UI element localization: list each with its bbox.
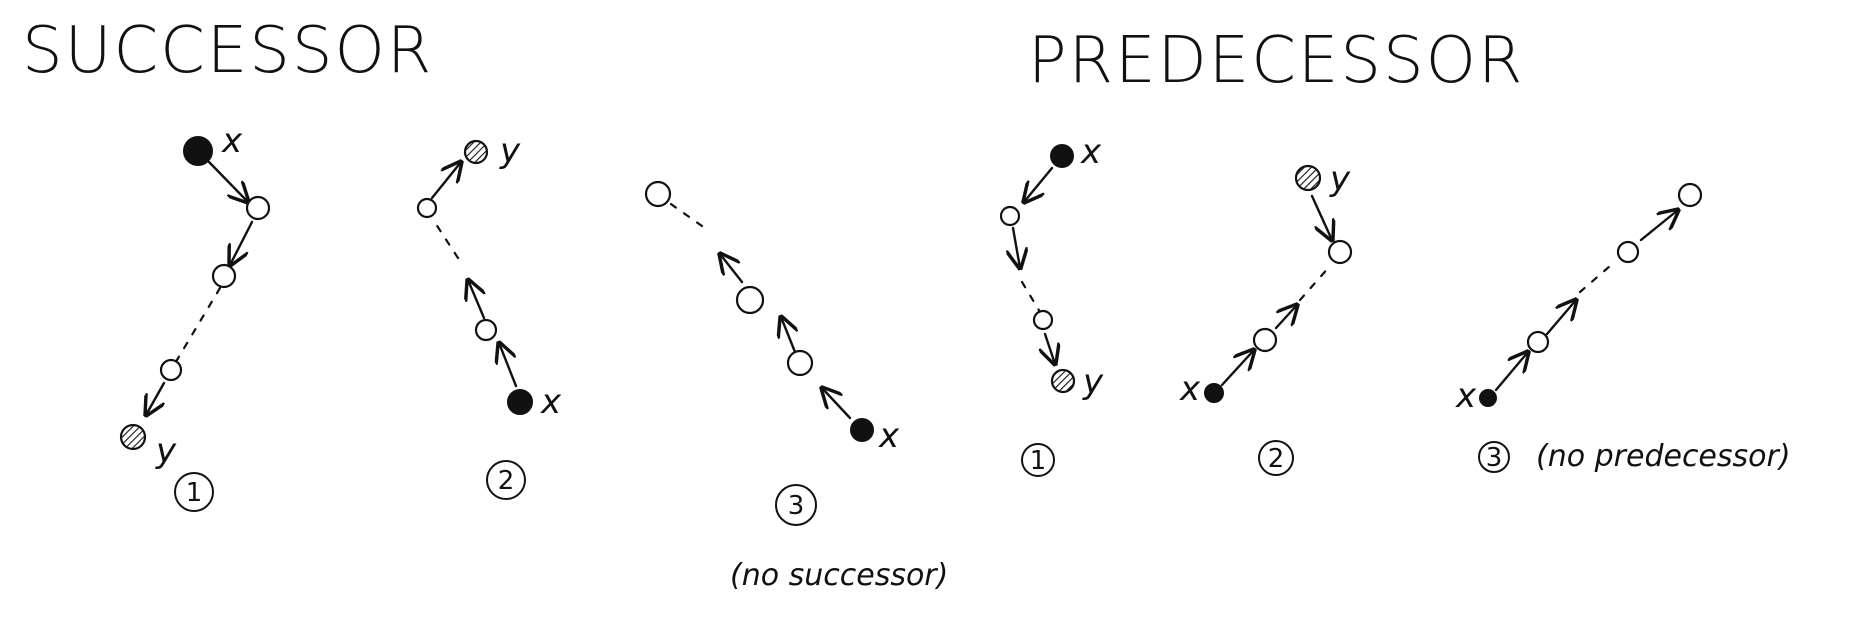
y-label: y	[499, 131, 521, 171]
node	[1252, 327, 1278, 353]
edge	[720, 254, 744, 284]
node	[416, 197, 438, 219]
case-number: 2	[1268, 444, 1285, 474]
edge	[1024, 166, 1054, 202]
node	[644, 180, 672, 208]
node	[1526, 330, 1550, 354]
edge	[1639, 210, 1678, 242]
edge	[1494, 352, 1528, 392]
edge	[781, 317, 795, 354]
dashed-path	[666, 200, 704, 228]
edge	[430, 162, 461, 200]
case-number: 3	[788, 491, 805, 521]
node	[1032, 309, 1054, 331]
x-node	[1479, 389, 1497, 407]
predecessor-case-3: x 3 (no predecessor)	[1455, 182, 1791, 474]
case-number-circle	[1021, 443, 1055, 477]
edge	[146, 381, 166, 415]
edge	[468, 280, 484, 320]
node	[1616, 240, 1640, 264]
edge	[1045, 332, 1055, 364]
node	[1327, 239, 1353, 265]
y-node	[119, 423, 147, 451]
dashed-path	[1298, 264, 1332, 302]
node	[159, 358, 183, 382]
dashed-path	[175, 286, 222, 362]
edge	[1274, 305, 1297, 330]
case-number: 2	[498, 466, 515, 496]
case-number-circle	[1478, 441, 1510, 473]
edge	[499, 343, 518, 388]
successor-title: SUCCESSOR	[22, 14, 433, 88]
case-number-circle	[174, 472, 214, 512]
x-node	[507, 389, 533, 415]
x-label: x	[1179, 369, 1201, 409]
no-predecessor-note: (no predecessor)	[1536, 439, 1791, 474]
successor-case-3: x 3 (no successor)	[644, 180, 948, 593]
x-node	[1204, 383, 1224, 403]
y-label: y	[1329, 159, 1351, 199]
y-node	[1294, 164, 1322, 192]
edge	[1220, 350, 1254, 387]
edge	[1013, 226, 1020, 268]
dashed-path	[1578, 264, 1612, 294]
case-number: 3	[1486, 443, 1503, 473]
case-number-circle	[486, 460, 526, 500]
node	[735, 285, 765, 315]
y-label: y	[1082, 362, 1104, 402]
y-node	[463, 139, 489, 165]
predecessor-case-2: y x 2	[1179, 159, 1353, 476]
x-node	[850, 418, 874, 442]
y-node	[1050, 368, 1076, 394]
predecessor-case-1: x y 1	[999, 132, 1104, 477]
no-successor-note: (no successor)	[730, 558, 948, 593]
node	[245, 195, 271, 221]
dashed-path	[430, 216, 460, 260]
x-label: x	[878, 416, 900, 456]
successor-case-1: x y 1	[119, 121, 271, 512]
x-label: x	[540, 382, 562, 422]
node	[999, 205, 1021, 227]
case-number-circle	[775, 484, 817, 526]
y-label: y	[155, 431, 177, 471]
edge	[230, 220, 254, 265]
x-label: x	[1080, 132, 1102, 172]
edge	[207, 160, 248, 202]
node	[786, 349, 814, 377]
predecessor-title: PREDECESSOR	[1028, 24, 1524, 98]
x-label: x	[1455, 376, 1477, 416]
case-number: 1	[186, 478, 203, 508]
x-node	[1050, 144, 1074, 168]
case-number: 1	[1030, 446, 1047, 476]
x-label: x	[221, 121, 243, 161]
case-number-circle	[1258, 440, 1294, 476]
successor-case-2: y x 2	[416, 131, 562, 500]
edge	[822, 388, 852, 420]
node	[474, 318, 498, 342]
edge	[1310, 194, 1332, 240]
edge	[1545, 300, 1576, 336]
x-node	[183, 136, 213, 166]
node	[1677, 182, 1703, 208]
dashed-path	[1020, 280, 1042, 314]
node	[211, 263, 237, 289]
